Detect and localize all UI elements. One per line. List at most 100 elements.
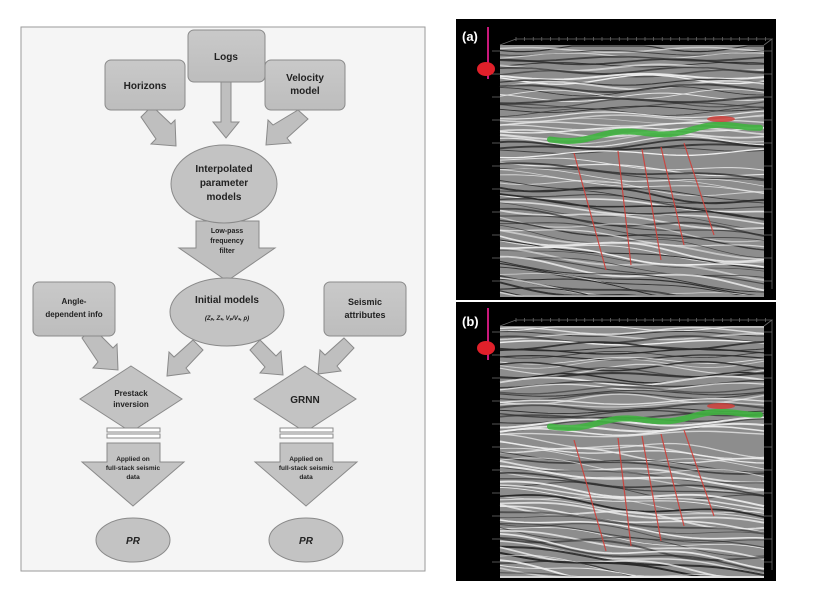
reflector-line <box>499 401 765 408</box>
reflector-line <box>499 392 765 401</box>
reflector-line <box>499 202 765 230</box>
fault-line <box>683 142 715 236</box>
reflector-line <box>499 198 765 221</box>
cursor-marker-a <box>477 62 495 76</box>
reflector-line <box>499 98 765 109</box>
reflector-line <box>499 246 765 282</box>
angle-label-1: Angle- <box>62 297 87 306</box>
reflector-line <box>499 138 765 150</box>
arrow-initial-left <box>166 339 204 377</box>
box-top-a <box>499 38 774 46</box>
reflector-line <box>499 207 765 237</box>
reflector-line <box>499 456 765 475</box>
reflector-line <box>500 222 765 242</box>
reflector-line <box>499 501 765 524</box>
reflector-line <box>499 326 765 335</box>
reflector-line <box>499 78 765 86</box>
faults-a <box>573 142 715 271</box>
reflector-line <box>499 416 765 429</box>
reflector-line <box>499 79 765 91</box>
reflector-line <box>499 209 765 230</box>
arrow-logs-down <box>211 81 241 139</box>
workflow-diagram: Logs Horizons Velocity model Interpolate… <box>20 26 426 572</box>
reflector-line <box>499 249 765 272</box>
reflector-line <box>499 256 765 278</box>
arrow-lowpass-down <box>177 220 277 282</box>
reflector-line <box>499 422 765 433</box>
prestack-label-1: Prestack <box>114 389 148 398</box>
reflector-line <box>499 169 765 193</box>
box-top-b <box>499 319 774 327</box>
pr-right-node <box>268 517 344 563</box>
horizon-b <box>547 403 763 432</box>
fault-line <box>660 146 685 246</box>
reflector-line <box>499 162 765 181</box>
reflector-line <box>499 291 764 297</box>
reflector-line <box>499 69 765 78</box>
fault-line <box>617 437 632 547</box>
interpolated-label-3: models <box>206 192 241 203</box>
reflector-line <box>499 174 765 194</box>
pr-left-label: PR <box>126 536 141 547</box>
reflector-line <box>499 532 765 570</box>
reflector-line <box>499 519 765 540</box>
reflector-line <box>499 351 765 359</box>
logs-box <box>187 29 266 83</box>
reflectors-b <box>499 326 765 578</box>
reflector-line <box>499 495 765 514</box>
seismic-attributes-box <box>323 281 407 337</box>
reflector-line <box>499 240 765 264</box>
reflector-line <box>499 201 765 225</box>
reflector-line <box>499 389 765 397</box>
reflector-line <box>499 326 764 332</box>
reflector-line <box>499 216 765 243</box>
reflector-line <box>499 58 764 66</box>
fault-line <box>641 435 662 542</box>
grnn-label: GRNN <box>290 395 319 406</box>
reflector-line <box>499 341 765 351</box>
reflector-line <box>499 348 765 355</box>
interpolated-models-node <box>170 144 278 224</box>
fault-line <box>617 150 632 266</box>
reflector-line <box>499 358 765 369</box>
reflector-line <box>499 382 765 391</box>
reflector-line <box>499 86 765 97</box>
reflector-line <box>499 386 765 395</box>
reflector-line <box>499 430 765 438</box>
seismic-panel-b: (b) <box>456 302 776 581</box>
reflector-line <box>499 484 765 510</box>
reflector-line <box>499 45 764 53</box>
reflector-line <box>499 409 765 419</box>
reflector-line <box>499 433 765 459</box>
arrow-initial-right <box>249 339 284 376</box>
faults-b <box>573 429 715 552</box>
initial-models-params: (Zₚ, Zₛ, Vₚ/Vₛ, ρ) <box>205 316 249 322</box>
reflector-line <box>499 530 765 560</box>
reflector-line <box>499 527 765 557</box>
reflector-line <box>499 262 765 297</box>
panel-b-label: (b) <box>462 314 479 329</box>
left-bar-1 <box>106 427 161 433</box>
applied-right-arrow <box>253 442 359 507</box>
reflector-line <box>499 330 765 337</box>
velocity-label-1: Velocity <box>286 73 324 84</box>
anomaly-patch <box>707 116 735 122</box>
seismic-panel-a: (a) <box>456 19 776 300</box>
panel-a-label: (a) <box>462 29 478 44</box>
reflector-line <box>499 471 765 492</box>
velocity-model-box <box>264 59 346 111</box>
reflector-line <box>499 498 765 521</box>
prestack-label-2: inversion <box>113 400 149 409</box>
applied-right-2: full-stack seismic <box>279 465 334 472</box>
reflector-line <box>500 215 765 236</box>
lowpass-label-1: Low-pass <box>211 228 243 235</box>
reflector-line <box>499 132 765 145</box>
applied-right-1: Applied on <box>289 456 323 463</box>
reflector-line <box>499 480 765 508</box>
reflector-line <box>499 537 765 561</box>
reflector-line <box>499 186 765 205</box>
reflector-line <box>499 74 765 85</box>
lowpass-label-3: filter <box>219 248 234 255</box>
horizon-band <box>547 121 763 145</box>
logs-label: Logs <box>214 52 238 63</box>
